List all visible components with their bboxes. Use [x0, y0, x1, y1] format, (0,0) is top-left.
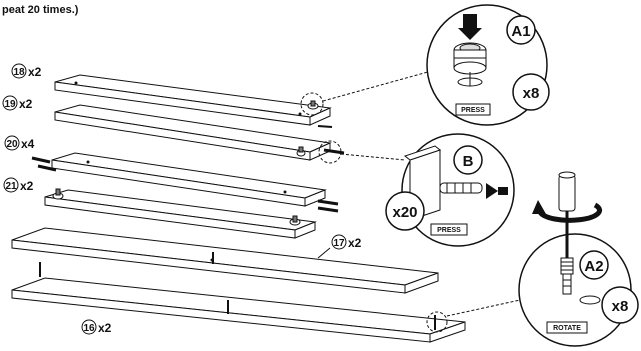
part-label-16: 16 x2 [81, 319, 112, 335]
svg-text:16: 16 [83, 323, 95, 334]
part-label-21: 21 x2 [3, 177, 34, 193]
cam-screw-18 [307, 100, 333, 128]
callout-b: PRESS B x20 [385, 133, 515, 247]
svg-text:x2: x2 [348, 236, 362, 250]
callout-ring-a1 [300, 92, 324, 116]
leader-a1 [322, 69, 436, 102]
part-label-19: 19 x2 [2, 95, 33, 111]
callout-b-letter: B [463, 153, 474, 170]
panel-18 [54, 74, 332, 126]
svg-text:x2: x2 [19, 97, 33, 111]
panel-17 [11, 227, 439, 294]
dowels-20 [31, 156, 339, 213]
callout-a2: ROTATE A2 x8 [518, 171, 639, 347]
callout-b-qty: x20 [392, 204, 417, 221]
callout-a2-qty: x8 [612, 298, 629, 315]
callout-a2-letter: A2 [584, 258, 603, 275]
svg-text:20: 20 [6, 139, 18, 150]
instruction-header: peat 20 times.) [2, 4, 79, 16]
dowels-16 [227, 300, 436, 330]
cam-screw-19 [296, 146, 345, 157]
callout-ring-b [318, 140, 342, 164]
press-tag-b: PRESS [437, 227, 461, 234]
svg-text:17: 17 [333, 238, 345, 249]
leader-a2 [446, 299, 521, 317]
panel-19 [54, 104, 332, 161]
callout-ring-a2 [426, 311, 448, 333]
svg-text:21: 21 [5, 181, 17, 192]
callout-a1: PRESS A1 x8 [426, 4, 550, 126]
svg-text:x2: x2 [20, 179, 34, 193]
part-label-17: 17 x2 [317, 234, 362, 259]
svg-text:19: 19 [4, 99, 16, 110]
svg-text:18: 18 [13, 67, 25, 78]
part-label-18: 18 x2 [11, 63, 42, 79]
svg-text:x4: x4 [21, 137, 35, 151]
cam-screw-21 [52, 188, 301, 226]
svg-text:x2: x2 [28, 65, 42, 79]
panel-21 [44, 189, 317, 239]
callout-a1-letter: A1 [511, 23, 530, 40]
part-label-20: 20 x4 [4, 135, 35, 151]
leader-b [340, 153, 406, 161]
svg-text:x2: x2 [98, 321, 112, 335]
panel-20 [51, 152, 327, 207]
callout-a1-qty: x8 [523, 85, 540, 102]
panel-16 [11, 277, 466, 343]
rotate-tag-a2: ROTATE [553, 325, 581, 332]
dowels-17 [39, 252, 214, 277]
press-tag-a1: PRESS [461, 107, 485, 114]
